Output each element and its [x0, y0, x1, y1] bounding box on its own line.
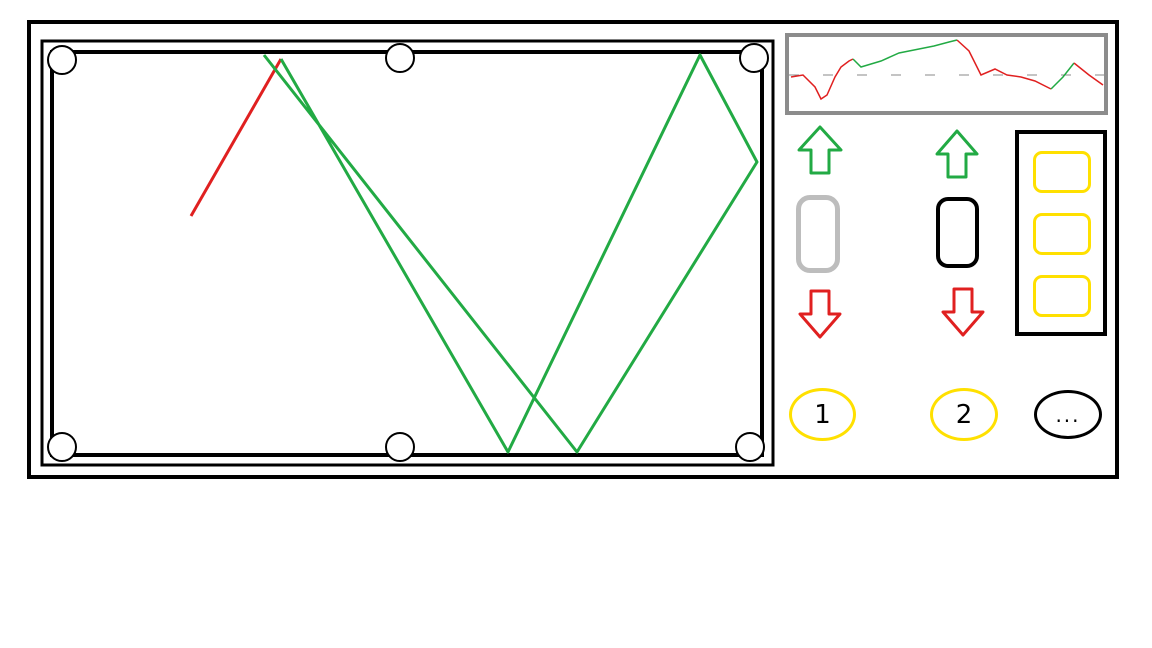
power-slider-player-1[interactable] — [796, 195, 840, 273]
pocket-top-right — [739, 43, 769, 73]
power-slider-player-2[interactable] — [936, 197, 979, 268]
sparkline-green-segment-1 — [852, 39, 958, 68]
player-1-button[interactable]: 1 — [789, 388, 856, 441]
arrow-down-icon[interactable] — [797, 288, 843, 340]
more-options-label: ... — [1055, 402, 1081, 427]
pocket-bottom-left — [47, 432, 77, 462]
color-slot-3[interactable] — [1033, 275, 1091, 317]
color-picker-panel — [1015, 130, 1107, 336]
app-frame — [27, 20, 1119, 479]
shot-path — [262, 53, 759, 454]
color-slot-1[interactable] — [1033, 151, 1091, 193]
sparkline-red-segment-1 — [790, 58, 854, 101]
player-2-button[interactable]: 2 — [930, 388, 998, 441]
arrow-up-icon[interactable] — [795, 124, 845, 176]
pocket-bottom-middle — [385, 432, 415, 462]
more-options-button[interactable]: ... — [1034, 390, 1102, 439]
sparkline-red-segment-2 — [956, 39, 1052, 90]
arrow-down-icon[interactable] — [940, 286, 986, 338]
pocket-top-middle — [385, 43, 415, 73]
pocket-top-left — [47, 45, 77, 75]
pocket-bottom-right — [735, 432, 765, 462]
player-2-label: 2 — [955, 399, 973, 430]
color-slot-2[interactable] — [1033, 213, 1091, 255]
player-1-label: 1 — [814, 399, 831, 430]
cue-line — [189, 58, 283, 217]
table-outer-rail — [40, 39, 775, 467]
score-sparkline-panel — [785, 33, 1108, 115]
sparkline-green-segment-2 — [1050, 62, 1075, 90]
arrow-up-icon[interactable] — [934, 128, 980, 180]
table-cushion — [50, 50, 764, 457]
sparkline-red-segment-3 — [1073, 62, 1104, 86]
score-sparkline — [789, 39, 1104, 101]
